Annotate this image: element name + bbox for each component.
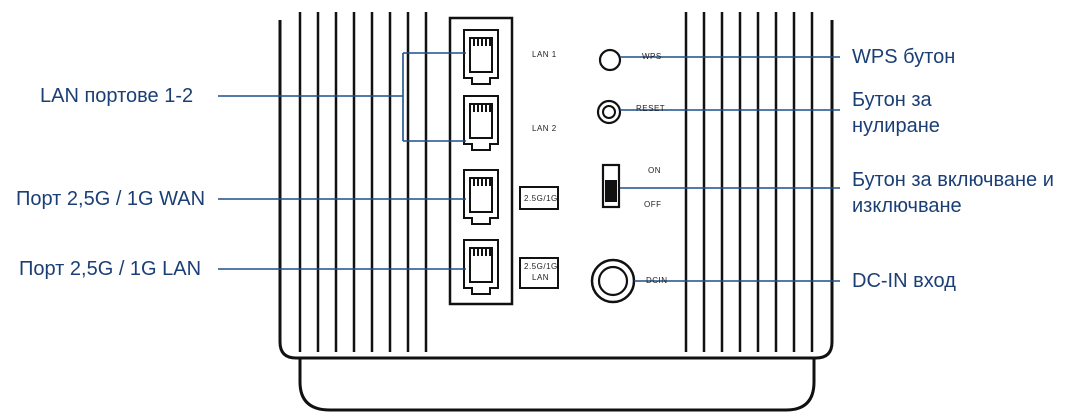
callout-reset-line1: Бутон за xyxy=(852,89,932,111)
off-label: OFF xyxy=(644,200,662,209)
router-housing xyxy=(278,20,834,360)
wan-badge-label: 2.5G/1G xyxy=(524,194,558,203)
reset-label: RESET xyxy=(636,104,666,113)
wps-label: WPS xyxy=(642,52,662,61)
left-vent-slots xyxy=(298,12,428,352)
on-label: ON xyxy=(648,166,661,175)
lan-badge-label-line2: LAN xyxy=(532,273,550,282)
reset-button-outer xyxy=(596,99,622,125)
ethernet-port-lan-25g xyxy=(463,239,499,295)
callout-dc-in: DC-IN вход xyxy=(852,270,956,292)
lan-badge-label-line1: 2.5G/1G xyxy=(524,262,558,271)
ethernet-port-lan1 xyxy=(463,29,499,85)
right-vent-slots xyxy=(684,12,814,352)
callout-power-line1: Бутон за включване и xyxy=(852,169,1054,191)
leader-lan-ports xyxy=(218,52,466,142)
dcin-label: DCIN xyxy=(646,276,668,285)
callout-lan-ports: LAN портове 1-2 xyxy=(40,85,194,107)
wps-button-shape xyxy=(598,48,622,72)
leader-lines xyxy=(218,52,840,282)
callout-power-line2: изключване xyxy=(852,195,962,217)
lan2-port-label: LAN 2 xyxy=(532,124,557,133)
ethernet-port-frame xyxy=(448,16,514,306)
ethernet-port-lan2 xyxy=(463,95,499,151)
port-panel xyxy=(444,12,680,352)
power-switch-shape xyxy=(601,163,621,209)
router-base xyxy=(298,358,816,412)
reset-button-inner xyxy=(602,105,616,119)
dc-in-inner xyxy=(597,265,629,297)
callout-lan-25g-port: Порт 2,5G / 1G LAN xyxy=(19,258,202,280)
ethernet-port-wan xyxy=(463,169,499,225)
callout-wps-button: WPS бутон xyxy=(852,46,956,68)
wan-speed-badge xyxy=(519,186,559,210)
lan-speed-badge xyxy=(519,257,559,289)
callout-wan-port: Порт 2,5G / 1G WAN xyxy=(16,188,206,210)
lan1-port-label: LAN 1 xyxy=(532,50,557,59)
callout-reset-line2: нулиране xyxy=(852,115,940,137)
power-switch-knob xyxy=(605,180,617,202)
